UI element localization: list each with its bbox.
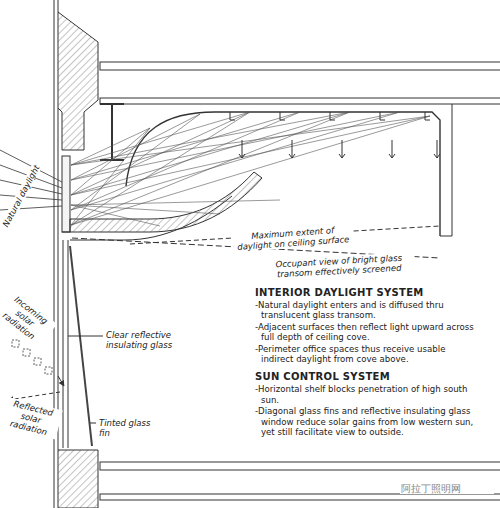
- ray: [71, 114, 200, 210]
- solar-arrow: [58, 376, 64, 386]
- ray: [71, 205, 220, 214]
- window-glass: [68, 240, 69, 448]
- annotation: Occupant view of bright glass transom ef…: [263, 252, 416, 280]
- ray: [71, 205, 160, 226]
- light-arrow: [339, 140, 345, 158]
- fixture-hook: [380, 112, 385, 120]
- solar-packet: [12, 340, 19, 347]
- ray: [71, 112, 250, 195]
- ray: [71, 112, 300, 210]
- leader-line: [68, 336, 103, 337]
- notes-column: INTERIOR DAYLIGHT SYSTEM-Natural dayligh…: [254, 286, 480, 438]
- ray: [71, 112, 400, 210]
- note-text: -Natural daylight enters and is diffused…: [260, 300, 480, 321]
- light-shelf: [62, 172, 262, 232]
- ray: [71, 116, 430, 225]
- ray: [71, 116, 430, 195]
- ray: [71, 112, 250, 165]
- section-heading: SUN CONTROL SYSTEM: [254, 370, 480, 383]
- ray: [71, 200, 280, 205]
- leader-line: [90, 423, 96, 424]
- annotation: Natural daylight: [0, 157, 45, 234]
- ray: [71, 128, 150, 195]
- light-arrow: [239, 140, 245, 158]
- annotation: Tinted glass fin: [98, 418, 156, 438]
- solar-packet: [45, 367, 52, 374]
- ray: [71, 128, 150, 225]
- spandrel-panel: [58, 450, 98, 508]
- light-arrow: [434, 140, 440, 158]
- annotation: Maximum extent of daylight on ceiling su…: [232, 224, 353, 252]
- annotation: Clear reflective insulating glass: [105, 330, 177, 350]
- watermark: 阿拉丁照明网: [400, 484, 494, 494]
- cove-fixtures: [230, 112, 440, 158]
- note-text: -Adjacent surfaces then reflect light up…: [260, 322, 480, 343]
- section-heading: INTERIOR DAYLIGHT SYSTEM: [254, 286, 480, 299]
- steel-beam: [100, 104, 124, 160]
- ray: [71, 112, 350, 225]
- floor-slab: [100, 62, 500, 70]
- solar-packets: [12, 340, 52, 374]
- floor-slab: [100, 462, 500, 470]
- ceiling-line: [100, 494, 500, 500]
- fixture-hook: [425, 112, 430, 120]
- glass-fin: [70, 246, 92, 446]
- fixture-hook: [230, 112, 235, 120]
- fixture-hook: [330, 112, 335, 120]
- reflected-rays: [71, 112, 430, 226]
- light-arrow: [289, 140, 295, 158]
- note-text: -Perimeter office spaces thus receive us…: [260, 344, 480, 365]
- note-text: -Diagonal glass fins and reflective insu…: [260, 406, 480, 437]
- window-glass: [63, 240, 64, 448]
- solar-packet: [34, 358, 41, 365]
- annotation: Reflected solar radiation: [0, 396, 63, 439]
- spandrel-panel: [58, 12, 98, 150]
- fixture-hook: [280, 112, 285, 120]
- ray: [71, 114, 200, 180]
- translucent-transom: [62, 156, 70, 232]
- note-text: -Horizontal shelf blocks penetration of …: [260, 384, 480, 405]
- ray: [71, 116, 430, 165]
- solar-packet: [23, 349, 30, 356]
- ray: [71, 112, 250, 225]
- light-arrow: [389, 140, 395, 158]
- annotation: Incoming solar radiation: [0, 288, 57, 347]
- ceiling-line: [100, 98, 500, 104]
- cove-end: [440, 104, 452, 236]
